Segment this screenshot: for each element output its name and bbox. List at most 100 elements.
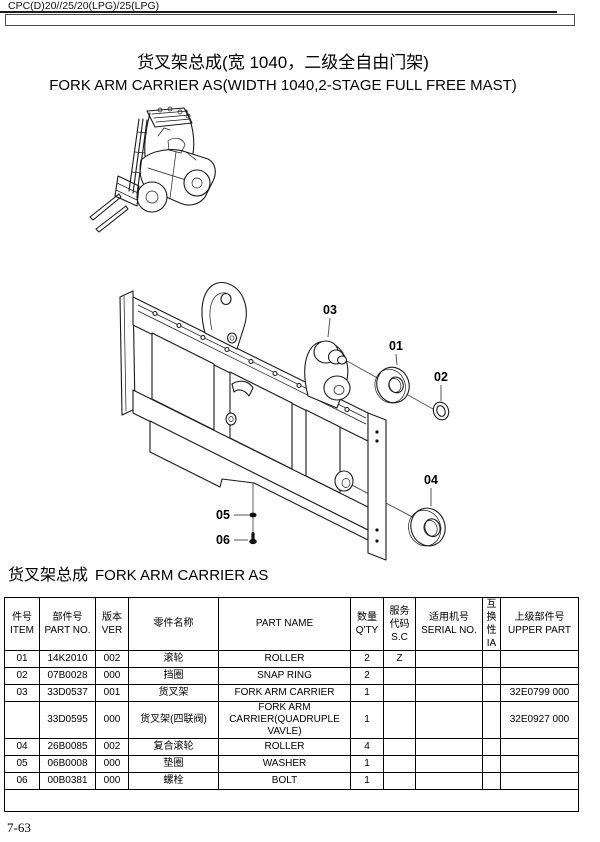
cell-qty: 2 <box>350 667 384 685</box>
page-title-en: FORK ARM CARRIER AS(WIDTH 1040,2-STAGE F… <box>49 77 517 94</box>
cell-sc <box>383 701 416 739</box>
cell-name-en: SNAP RING <box>218 667 351 685</box>
cell-name-en: BOLT <box>218 772 351 790</box>
cell-name-zh: 垫圈 <box>128 755 219 773</box>
svg-text:03: 03 <box>323 303 337 317</box>
cell-serial <box>415 650 483 668</box>
cell-name-en: FORK ARM CARRIER(QUADRUPLE VAVLE) <box>218 701 351 739</box>
part-bolt-06 <box>249 532 257 545</box>
header-rule <box>0 11 557 13</box>
cell-sc <box>383 667 416 685</box>
cell-name-zh: 滚轮 <box>128 650 219 668</box>
svg-text:01: 01 <box>389 339 403 353</box>
page-number: 7-63 <box>7 820 31 835</box>
cell-item: 05 <box>4 755 40 773</box>
callout-02: 02 <box>434 370 448 401</box>
cell-serial <box>415 701 483 739</box>
cell-name-zh: 货叉架 <box>128 684 219 702</box>
callout-05: 05 <box>216 508 249 522</box>
cell-part-no: 06B0008 <box>39 755 96 773</box>
svg-text:06: 06 <box>216 533 230 547</box>
cell-serial <box>415 738 483 756</box>
table-empty-footer-row <box>4 789 579 812</box>
cell-name-en: WASHER <box>218 755 351 773</box>
part-washer-05 <box>249 483 257 535</box>
cell-ver: 000 <box>95 667 129 685</box>
cell-part-no: 33D0595 <box>39 701 96 739</box>
table-row: 33D0595 000 货叉架(四联阀) FORK ARM CARRIER(QU… <box>4 701 579 739</box>
cell-sc <box>383 738 416 756</box>
callout-01: 01 <box>389 339 403 366</box>
col-header-name-en: PART NAME <box>218 597 351 651</box>
cell-part-no: 33D0537 <box>39 684 96 702</box>
cell-name-en: ROLLER <box>218 738 351 756</box>
part-snap-ring-02 <box>432 401 450 421</box>
table-row: 03 33D0537 001 货叉架 FORK ARM CARRIER 1 32… <box>4 684 579 702</box>
forklift-illustration <box>89 106 216 233</box>
cell-upper <box>500 650 579 668</box>
table-row: 01 14K2010 002 滚轮 ROLLER 2 Z <box>4 650 579 668</box>
empty-footer-cell <box>4 789 579 812</box>
cell-sc <box>383 755 416 773</box>
cell-ia <box>482 772 501 790</box>
revision-box <box>5 14 575 26</box>
cell-ver: 001 <box>95 684 129 702</box>
cell-upper: 32E0927 000 <box>500 701 579 739</box>
cell-upper: 32E0799 000 <box>500 684 579 702</box>
cell-part-no: 26B0085 <box>39 738 96 756</box>
cell-sc <box>383 772 416 790</box>
cell-sc: Z <box>383 650 416 668</box>
cell-name-en: ROLLER <box>218 650 351 668</box>
section-title-zh: 货叉架总成 <box>8 567 89 584</box>
cell-name-zh: 复合滚轮 <box>128 738 219 756</box>
page-title: 货叉架总成(宽 1040，二级全自由门架) FORK ARM CARRIER A… <box>0 51 566 96</box>
model-code-header: CPC(D)20//25/20(LPG)/25(LPG) <box>8 0 160 12</box>
carrier-frame <box>119 282 387 561</box>
cell-part-no: 07B0028 <box>39 667 96 685</box>
cell-ver: 002 <box>95 650 129 668</box>
cell-name-zh: 挡圈 <box>128 667 219 685</box>
callout-06: 06 <box>216 533 248 547</box>
cell-ia <box>482 755 501 773</box>
cell-item: 06 <box>4 772 40 790</box>
cell-qty: 1 <box>350 701 384 739</box>
cell-ia <box>482 701 501 739</box>
cell-qty: 1 <box>350 772 384 790</box>
cell-upper <box>500 667 579 685</box>
cell-name-zh: 螺栓 <box>128 772 219 790</box>
cell-sc <box>383 684 416 702</box>
table-row: 05 06B0008 000 垫圈 WASHER 1 <box>4 755 579 773</box>
part-roller-04 <box>408 507 446 547</box>
section-title-en: FORK ARM CARRIER AS <box>95 567 269 584</box>
cell-item <box>4 701 40 739</box>
exploded-view-diagram: 03 01 02 04 05 06 <box>119 282 450 561</box>
cell-ia <box>482 650 501 668</box>
cell-item: 03 <box>4 684 40 702</box>
cell-serial <box>415 684 483 702</box>
cell-ver: 000 <box>95 772 129 790</box>
cell-ver: 000 <box>95 755 129 773</box>
cell-part-no: 00B0381 <box>39 772 96 790</box>
cell-qty: 1 <box>350 755 384 773</box>
cell-upper <box>500 738 579 756</box>
cell-upper <box>500 772 579 790</box>
cell-ver: 002 <box>95 738 129 756</box>
cell-item: 01 <box>4 650 40 668</box>
cell-part-no: 14K2010 <box>39 650 96 668</box>
part-roller-03 <box>313 340 348 365</box>
table-row: 02 07B0028 000 挡圈 SNAP RING 2 <box>4 667 579 685</box>
cell-ia <box>482 667 501 685</box>
cell-qty: 2 <box>350 650 384 668</box>
page-title-zh: 货叉架总成(宽 1040，二级全自由门架) <box>137 53 429 72</box>
cell-qty: 1 <box>350 684 384 702</box>
